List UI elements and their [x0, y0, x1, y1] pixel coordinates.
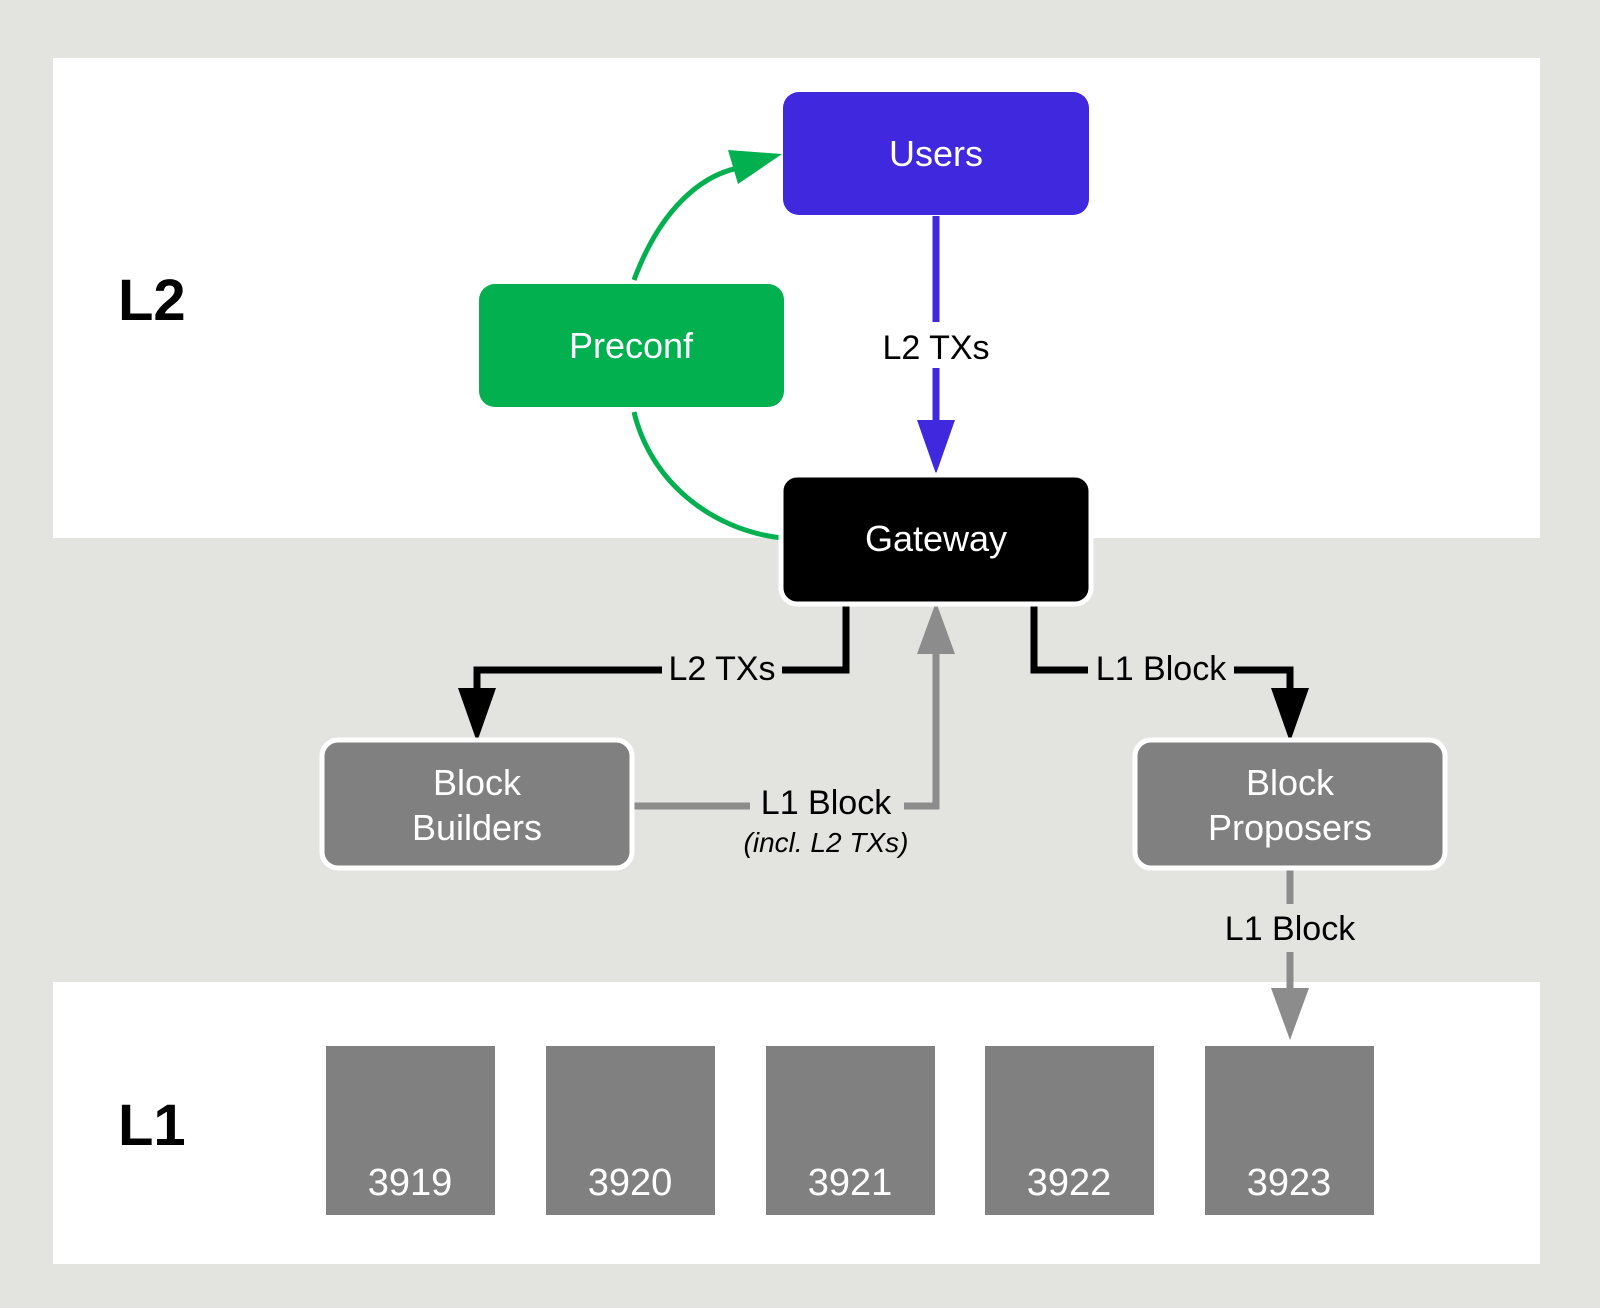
- l1-block: 3923: [1205, 1046, 1374, 1215]
- l1-block: 3921: [766, 1046, 935, 1215]
- block-builders-node: Block Builders: [319, 737, 635, 871]
- gateway-to-builders-line-2: [473, 666, 662, 696]
- builders-to-gateway-line-2: [904, 650, 940, 810]
- gateway-to-proposers-line: [1030, 604, 1088, 674]
- gateway-to-proposers-arrowhead: [1271, 688, 1309, 742]
- block-builders-label-line2: Builders: [412, 807, 542, 848]
- l1-block-number: 3922: [1027, 1162, 1112, 1204]
- builders-to-gateway-label: L1 Block: [761, 784, 892, 822]
- block-proposers-node: Block Proposers: [1132, 737, 1448, 871]
- l1-block: 3920: [546, 1046, 715, 1215]
- l1-block-number: 3920: [588, 1162, 673, 1204]
- block-proposers-label-line1: Block: [1246, 762, 1335, 803]
- proposers-to-l1-arrowhead: [1271, 988, 1309, 1040]
- l2-layer-label: L2: [118, 268, 186, 333]
- gateway-node-label: Gateway: [865, 518, 1007, 559]
- preconf-arrowhead: [728, 150, 782, 184]
- builders-to-gateway-note: (incl. L2 TXs): [744, 827, 909, 858]
- l1-block: 3919: [326, 1046, 495, 1215]
- block-proposers-label-line2: Proposers: [1208, 807, 1372, 848]
- users-node-label: Users: [889, 133, 983, 174]
- gateway-to-proposers-line-2: [1234, 666, 1294, 696]
- preconf-node-label: Preconf: [569, 325, 694, 366]
- gateway-to-builders-label: L2 TXs: [668, 650, 775, 688]
- builders-to-gateway-arrowhead: [917, 602, 955, 654]
- proposers-to-l1-label: L1 Block: [1225, 910, 1356, 948]
- preconf-loop-lower: [631, 411, 783, 541]
- preconf-node: Preconf: [479, 284, 784, 407]
- users-to-gateway-label: L2 TXs: [882, 329, 989, 367]
- l1-block-number: 3919: [368, 1162, 453, 1204]
- l1-block-number: 3923: [1247, 1162, 1332, 1204]
- l1-layer-label: L1: [118, 1093, 186, 1158]
- users-to-gateway-arrowhead: [917, 420, 955, 474]
- users-node: Users: [783, 92, 1089, 215]
- gateway-to-builders-line: [782, 604, 850, 674]
- l1-block-number: 3921: [808, 1162, 893, 1204]
- block-builders-label-line1: Block: [433, 762, 522, 803]
- gateway-node: Gateway: [778, 472, 1094, 607]
- gateway-to-builders-arrowhead: [458, 688, 496, 742]
- gateway-to-proposers-label: L1 Block: [1096, 650, 1227, 688]
- l1-block: 3922: [985, 1046, 1154, 1215]
- preconf-loop-upper: [631, 165, 739, 281]
